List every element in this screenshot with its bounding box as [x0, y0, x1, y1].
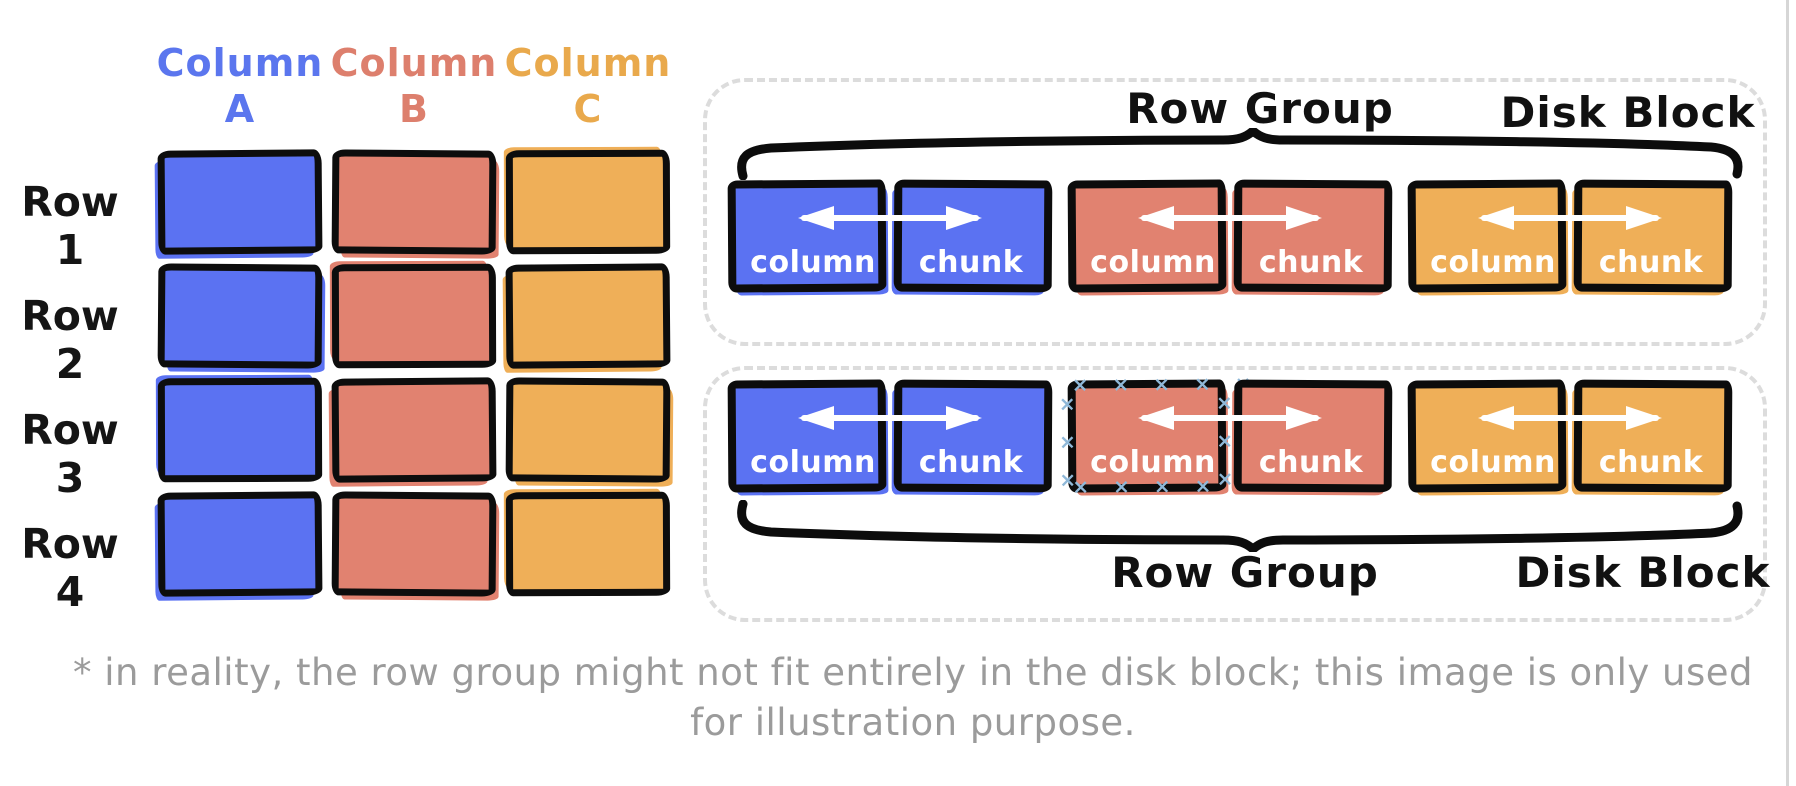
column-a-header: Column A	[130, 40, 350, 132]
column-label: column	[1090, 245, 1216, 280]
column-a-header-line1: Column	[156, 41, 324, 85]
row-3-label: Row 3	[21, 406, 119, 502]
table-cell-r1-a	[157, 149, 323, 255]
row-group-1-brace-icon	[737, 128, 1743, 180]
chunk-label: chunk	[1258, 245, 1364, 280]
disk-block-container-1	[703, 78, 1767, 346]
table-cell-r3-c	[505, 377, 671, 483]
double-arrow-icon	[1478, 406, 1662, 430]
column-label: column	[1430, 445, 1556, 480]
column-c-header-line2: C	[573, 87, 603, 131]
disk-block-container-2	[703, 366, 1767, 622]
column-label: column	[1430, 245, 1556, 280]
double-arrow-icon	[1138, 406, 1322, 430]
table-cell-r2-c	[505, 263, 671, 369]
column-label: column	[1090, 445, 1216, 480]
column-label: column	[750, 445, 876, 480]
double-arrow-icon	[1138, 206, 1322, 230]
footnote-line2: for illustration purpose.	[690, 701, 1136, 744]
column-c-header: Column C	[478, 40, 698, 132]
table-cell-r2-a	[157, 263, 323, 369]
chunk-label: chunk	[1258, 445, 1364, 480]
table-cell-r4-c	[505, 491, 671, 597]
row-group-2-label: Row Group	[1111, 548, 1379, 597]
table-cell-r1-b	[331, 149, 497, 255]
column-chunk-pair-g1-blue: column chunk	[727, 179, 1053, 293]
disk-block-1-label: Disk Block	[1500, 88, 1756, 137]
row-4-label: Row 4	[21, 520, 119, 616]
column-c-header-line1: Column	[504, 41, 672, 85]
chunk-label: chunk	[918, 445, 1024, 480]
column-chunk-pair-g1-orange: column chunk	[1407, 179, 1733, 293]
chunk-label: chunk	[1598, 245, 1704, 280]
row-group-2-brace-icon	[737, 500, 1743, 552]
column-label: column	[750, 245, 876, 280]
row-1-label: Row 1	[21, 178, 119, 274]
column-chunk-pair-g2-blue: column chunk	[727, 379, 1053, 493]
double-arrow-icon	[1478, 206, 1662, 230]
column-b-header-line1: Column	[330, 41, 498, 85]
column-chunk-pair-g2-salmon-highlighted: ××××× ××××× × × × × × × column chunk	[1059, 371, 1393, 499]
table-cell-r4-b	[331, 491, 497, 597]
column-a-header-line2: A	[224, 87, 256, 131]
table-cell-r3-a	[157, 377, 323, 483]
column-chunk-pair-g1-salmon: column chunk	[1067, 179, 1393, 293]
chunk-label: chunk	[1598, 445, 1704, 480]
column-chunk-pair-g2-orange: column chunk	[1407, 379, 1733, 493]
footnote: * in reality, the row group might not fi…	[20, 648, 1796, 748]
column-b-header: Column B	[304, 40, 524, 132]
table-cell-r1-c	[505, 149, 671, 255]
footnote-line1: * in reality, the row group might not fi…	[72, 651, 1754, 694]
row-group-1-label: Row Group	[1126, 84, 1394, 133]
double-arrow-icon	[798, 406, 982, 430]
column-b-header-line2: B	[399, 87, 429, 131]
double-arrow-icon	[798, 206, 982, 230]
table-cell-r4-a	[157, 491, 323, 597]
row-2-label: Row 2	[21, 292, 119, 388]
disk-block-2-label: Disk Block	[1515, 548, 1771, 597]
table-cell-r2-b	[331, 263, 497, 369]
page-edge-divider	[1786, 0, 1789, 786]
table-cell-r3-b	[331, 377, 497, 483]
chunk-label: chunk	[918, 245, 1024, 280]
